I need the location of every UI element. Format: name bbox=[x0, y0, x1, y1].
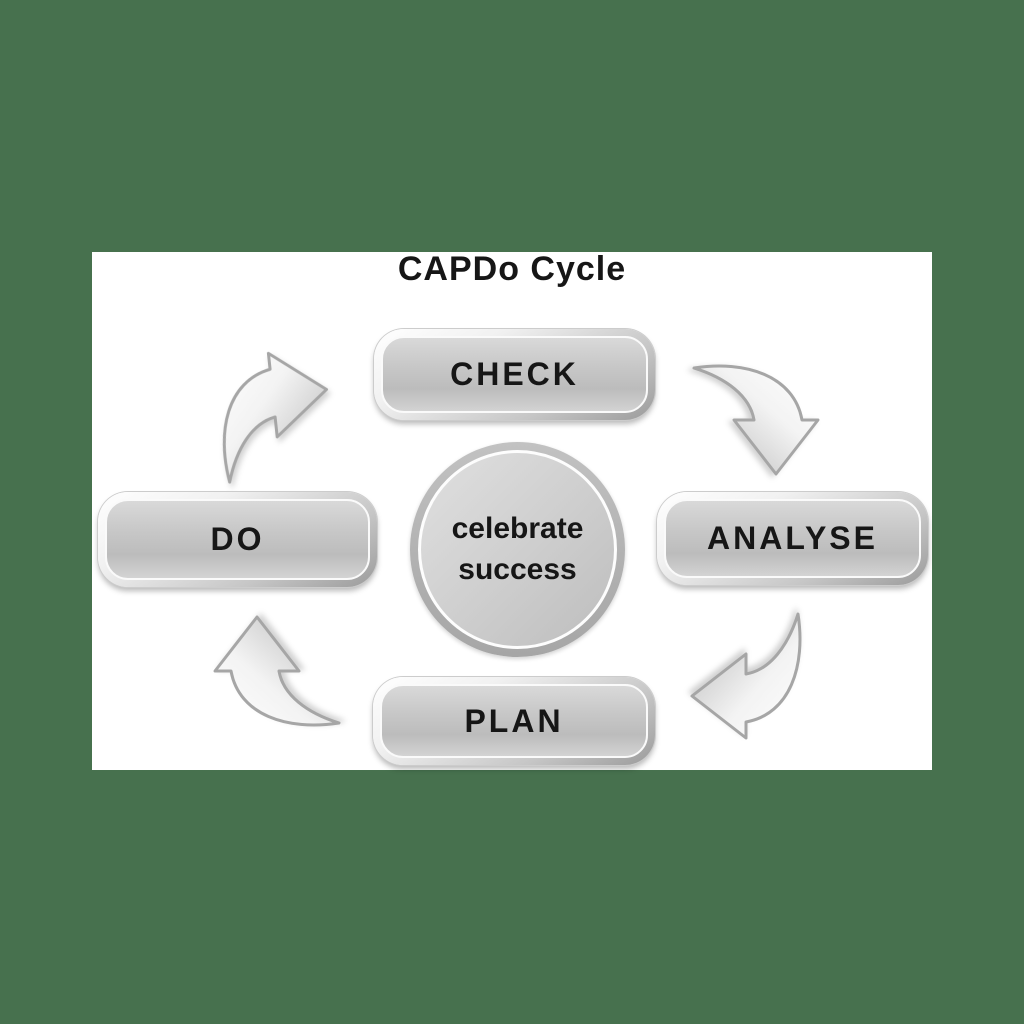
node-plan-label: PLAN bbox=[380, 684, 648, 758]
node-do-label: DO bbox=[105, 499, 370, 580]
node-analyse-label: ANALYSE bbox=[664, 499, 921, 578]
diagram-title: CAPDo Cycle bbox=[397, 250, 627, 288]
center-circle-line2: success bbox=[458, 552, 577, 586]
curved-arrow-down-icon bbox=[692, 364, 820, 476]
node-do: DO bbox=[98, 492, 377, 587]
node-analyse: ANALYSE bbox=[657, 492, 928, 585]
curved-arrow-left-icon bbox=[690, 612, 802, 740]
node-plan: PLAN bbox=[373, 677, 655, 765]
curved-arrow-right-icon bbox=[222, 351, 329, 484]
center-circle-text: celebrate success bbox=[418, 450, 617, 649]
node-check: CHECK bbox=[374, 329, 655, 420]
center-circle-line1: celebrate bbox=[451, 512, 584, 545]
center-circle: celebrate success bbox=[410, 442, 625, 657]
node-check-label: CHECK bbox=[381, 336, 648, 413]
curved-arrow-up-icon bbox=[213, 615, 341, 727]
